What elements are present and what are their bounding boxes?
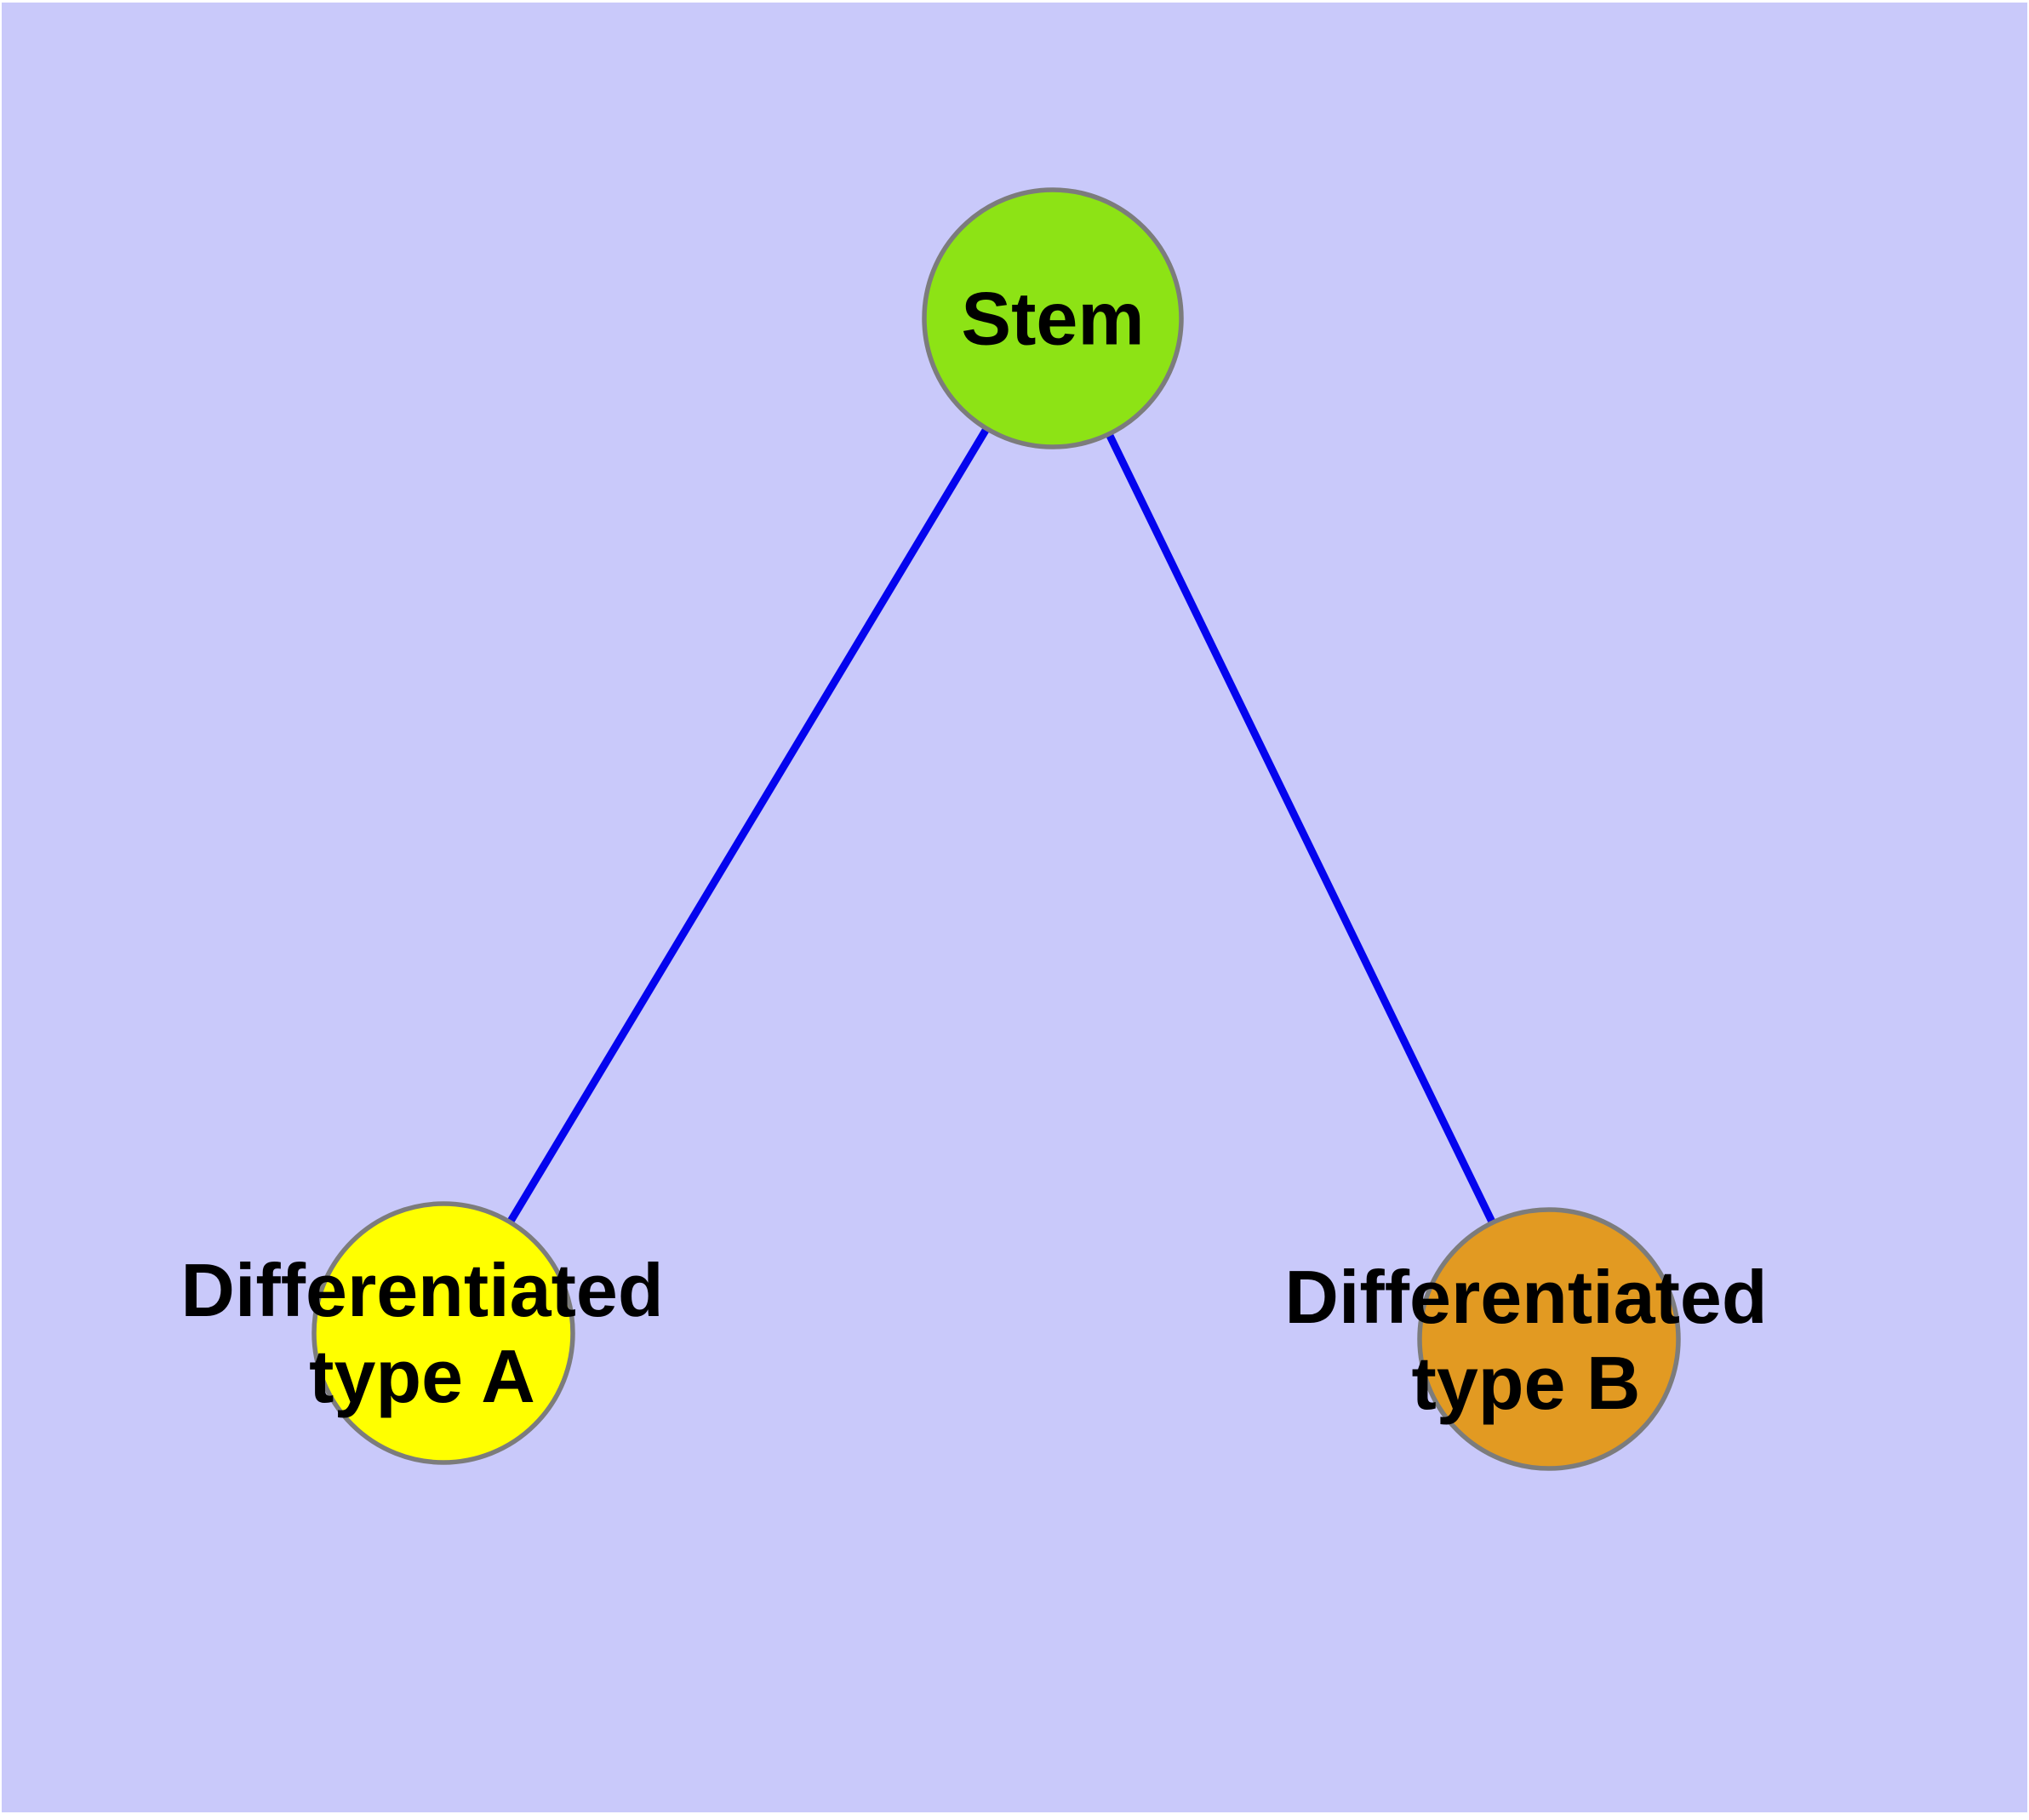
node-stem-circle (922, 187, 1184, 449)
edge-stem-to-type-b (1049, 317, 1553, 1341)
node-type-b-circle (1417, 1207, 1681, 1471)
graph-canvas (2, 3, 2027, 1812)
edge-stem-to-type-a (440, 316, 1056, 1336)
node-type-a-circle (311, 1201, 575, 1465)
